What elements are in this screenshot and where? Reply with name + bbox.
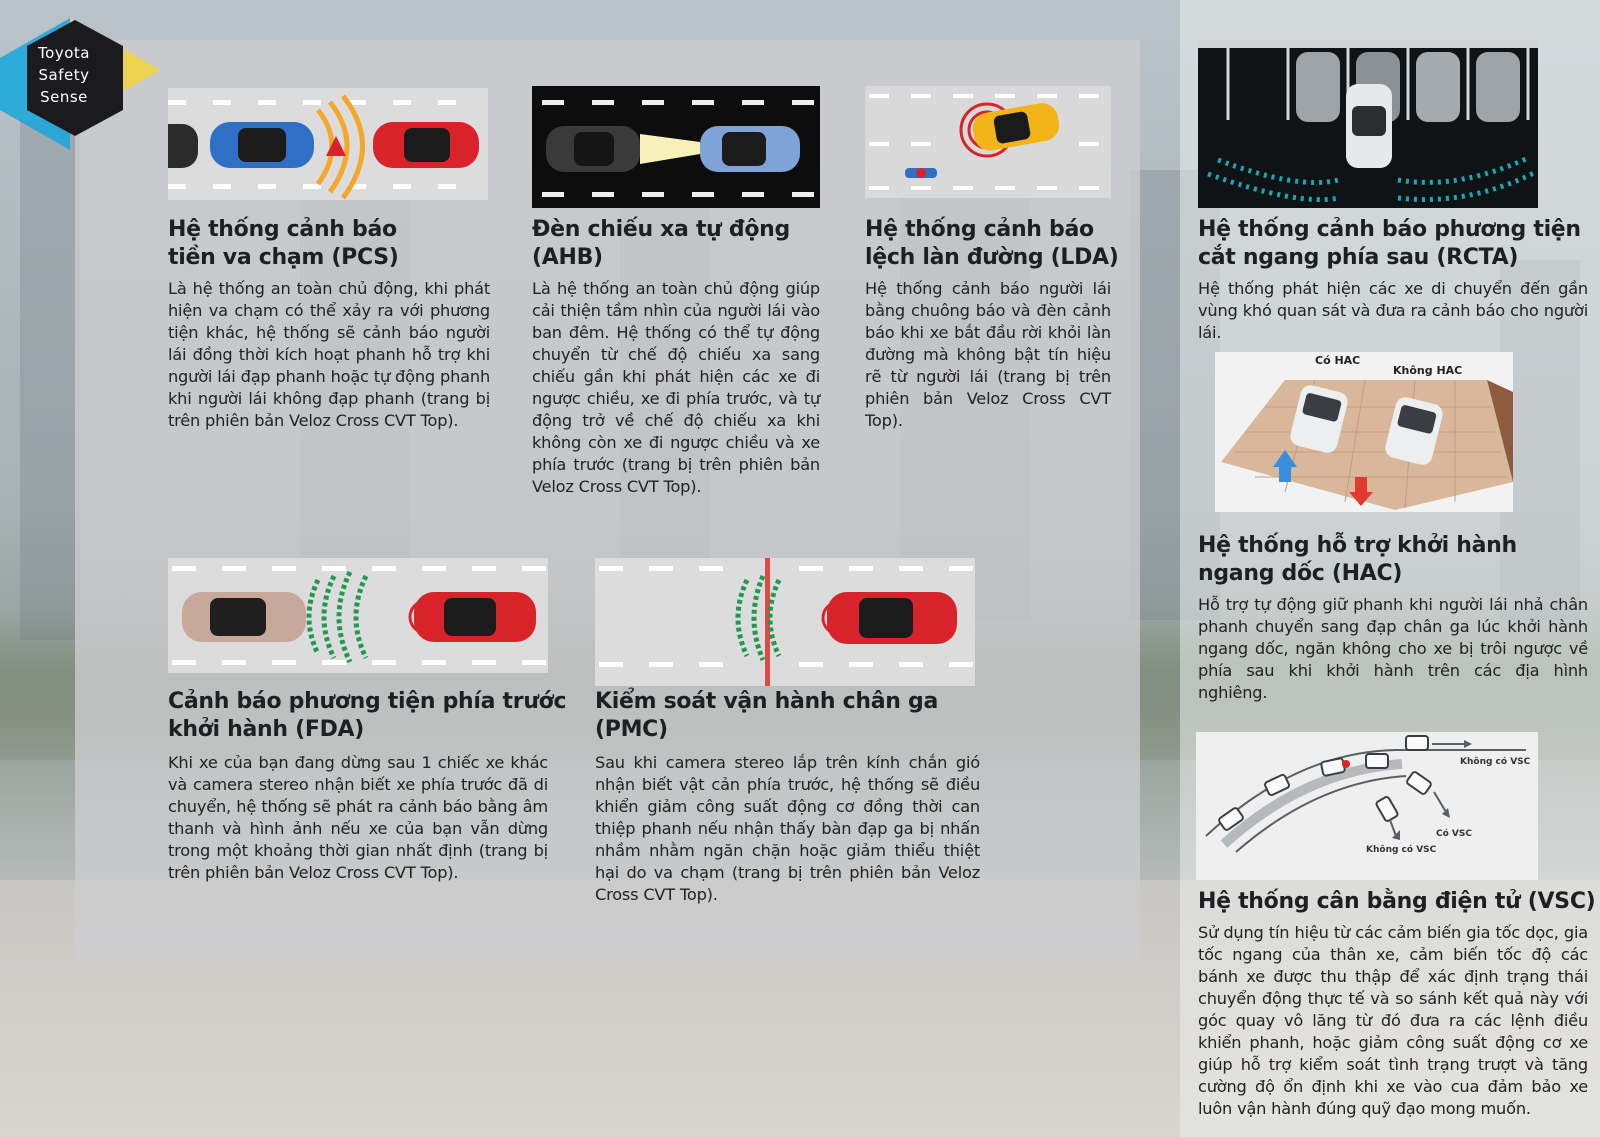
lda-illustration xyxy=(865,86,1111,198)
fda-title: Cảnh báo phương tiện phía trước khởi hàn… xyxy=(168,688,568,744)
badge-line-3: Sense xyxy=(40,88,88,106)
fda-title-line-1: Cảnh báo phương tiện phía trước xyxy=(168,689,567,714)
pcs-title: Hệ thống cảnh báo tiền va chạm (PCS) xyxy=(168,216,508,272)
rcta-title-line-1: Hệ thống cảnh báo phương tiện xyxy=(1198,217,1581,242)
toyota-safety-sense-badge: Toyota Safety Sense xyxy=(0,16,160,150)
hac-title-line-2: ngang dốc (HAC) xyxy=(1198,561,1403,586)
lda-title-line-1: Hệ thống cảnh báo xyxy=(865,217,1094,242)
ahb-title-line-1: Đèn chiếu xa tự động xyxy=(532,217,790,242)
lda-title-line-2: lệch làn đường (LDA) xyxy=(865,245,1119,270)
pmc-title: Kiểm soát vận hành chân ga (PMC) xyxy=(595,688,995,744)
rcta-description: Hệ thống phát hiện các xe di chuyển đến … xyxy=(1198,279,1588,342)
vsc-title-line-1: Hệ thống cân bằng điện tử (VSC) xyxy=(1198,889,1596,914)
lda-title: Hệ thống cảnh báo lệch làn đường (LDA) xyxy=(865,216,1135,272)
hac-label-with: Có HAC xyxy=(1315,354,1360,367)
hac-title: Hệ thống hỗ trợ khởi hành ngang dốc (HAC… xyxy=(1198,532,1598,588)
badge-line-2: Safety xyxy=(38,66,90,84)
pcs-description: Là hệ thống an toàn chủ động, khi phát h… xyxy=(168,279,490,430)
background-building xyxy=(20,120,80,640)
vsc-illustration: Không có VSC Có VSC Không có VSC xyxy=(1196,732,1538,880)
lda-description: Hệ thống cảnh báo người lái bằng chuông … xyxy=(865,279,1111,430)
ahb-title-line-2: (AHB) xyxy=(532,245,603,270)
rcta-title-line-2: cắt ngang phía sau (RCTA) xyxy=(1198,245,1519,270)
fda-illustration xyxy=(168,558,548,673)
fda-title-line-2: khởi hành (FDA) xyxy=(168,717,365,742)
fda-description: Khi xe của bạn đang dừng sau 1 chiếc xe … xyxy=(168,753,548,882)
pmc-title-line-1: Kiểm soát vận hành chân ga xyxy=(595,689,938,714)
pmc-title-line-2: (PMC) xyxy=(595,717,668,742)
pmc-description: Sau khi camera stereo lắp trên kính chắn… xyxy=(595,753,980,904)
hac-description: Hỗ trợ tự động giữ phanh khi người lái n… xyxy=(1198,595,1588,702)
ahb-illustration xyxy=(532,86,820,208)
pcs-illustration xyxy=(168,88,488,200)
ahb-title: Đèn chiếu xa tự động (AHB) xyxy=(532,216,832,272)
badge-line-1: Toyota xyxy=(38,44,90,62)
vsc-title: Hệ thống cân bằng điện tử (VSC) xyxy=(1198,888,1598,916)
rcta-title: Hệ thống cảnh báo phương tiện cắt ngang … xyxy=(1198,216,1598,272)
vsc-label-without-1: Không có VSC xyxy=(1460,756,1531,767)
pcs-title-line-1: Hệ thống cảnh báo xyxy=(168,217,397,242)
hac-illustration: Có HAC Không HAC xyxy=(1215,352,1513,512)
vsc-description: Sử dụng tín hiệu từ các cảm biến gia tốc… xyxy=(1198,923,1588,1118)
hac-title-line-1: Hệ thống hỗ trợ khởi hành xyxy=(1198,533,1517,558)
vsc-label-without-2: Không có VSC xyxy=(1366,844,1437,855)
rcta-illustration xyxy=(1198,40,1538,208)
hac-label-without: Không HAC xyxy=(1393,364,1462,377)
pcs-title-line-2: tiền va chạm (PCS) xyxy=(168,245,399,270)
ahb-description: Là hệ thống an toàn chủ động giúp cải th… xyxy=(532,279,820,496)
pmc-illustration xyxy=(595,558,975,686)
vsc-label-with: Có VSC xyxy=(1436,828,1472,839)
